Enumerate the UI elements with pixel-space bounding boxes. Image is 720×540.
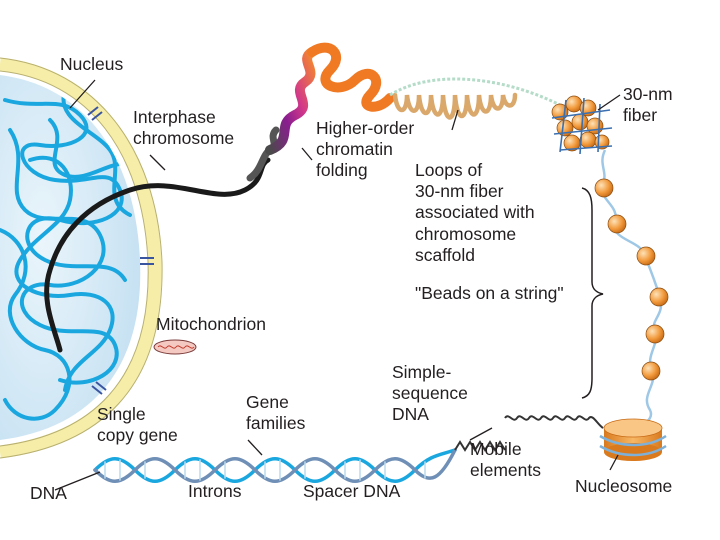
beads-on-a-string xyxy=(594,149,669,431)
label-loops-2: 30-nm fiber xyxy=(415,181,504,201)
diagram-labels: Nucleus Interphase chromosome Higher-ord… xyxy=(30,54,673,503)
label-simple-sequence-1: Simple- xyxy=(392,362,451,382)
label-introns: Introns xyxy=(188,481,242,501)
dna-double-helix xyxy=(93,448,457,483)
label-spacer-dna: Spacer DNA xyxy=(303,481,401,501)
label-higher-order-3: folding xyxy=(316,160,368,180)
higher-order-folding-icon xyxy=(246,42,395,182)
label-interphase-chromosome-1: Interphase xyxy=(133,107,216,127)
nuclear-pore-icon xyxy=(87,106,154,395)
label-higher-order-1: Higher-order xyxy=(316,118,414,138)
interphase-chromatin-tangle xyxy=(0,88,137,421)
label-loops-1: Loops of xyxy=(415,160,482,180)
beads-bracket xyxy=(581,187,604,399)
label-simple-sequence-2: sequence xyxy=(392,383,468,403)
label-pointers xyxy=(54,79,621,491)
label-simple-sequence-3: DNA xyxy=(392,404,429,424)
interphase-chromosome-strand xyxy=(44,157,271,353)
nuclear-envelope-outer xyxy=(0,57,162,459)
label-interphase-chromosome-2: chromosome xyxy=(133,128,234,148)
loops-of-30nm-fiber xyxy=(392,92,518,120)
label-loops-5: scaffold xyxy=(415,245,475,265)
label-loops-3: associated with xyxy=(415,202,535,222)
mobile-elements-squiggle xyxy=(504,415,604,429)
label-gene-families-1: Gene xyxy=(246,392,289,412)
label-loops-4: chromosome xyxy=(415,224,516,244)
label-dna: DNA xyxy=(30,483,67,503)
label-gene-families-2: families xyxy=(246,413,306,433)
nucleosome-icon xyxy=(599,418,667,461)
label-nucleus: Nucleus xyxy=(60,54,123,74)
label-mobile-elements-2: elements xyxy=(470,460,541,480)
mitochondrion-icon xyxy=(153,339,197,355)
label-mitochondrion: Mitochondrion xyxy=(156,314,266,334)
label-beads-on-a-string: "Beads on a string" xyxy=(415,283,564,303)
label-nucleosome: Nucleosome xyxy=(575,476,672,496)
label-mobile-elements-1: Mobile xyxy=(470,439,522,459)
label-30nm-fiber-2: fiber xyxy=(623,105,657,125)
label-30nm-fiber-1: 30-nm xyxy=(623,84,673,104)
label-single-copy-1: Single xyxy=(97,404,146,424)
scaffold-fiber xyxy=(389,77,561,107)
label-higher-order-2: chromatin xyxy=(316,139,393,159)
simple-sequence-dna-squiggle xyxy=(454,440,506,452)
label-single-copy-2: copy gene xyxy=(97,425,178,445)
30nm-fiber-cluster xyxy=(551,95,613,155)
